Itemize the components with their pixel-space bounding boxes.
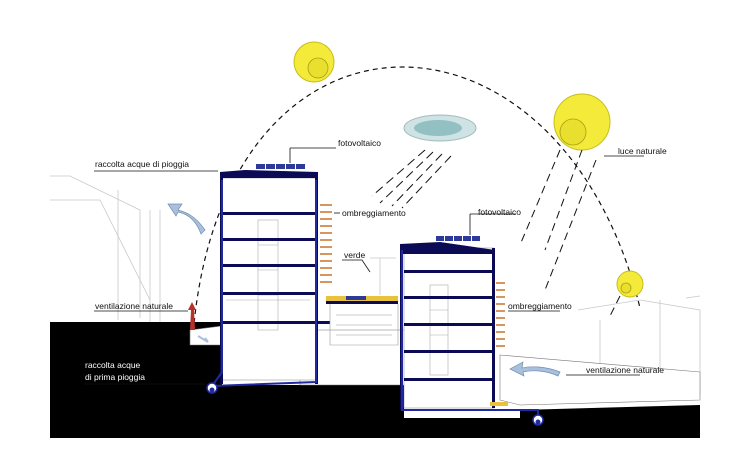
pv-panels-right xyxy=(436,236,480,241)
left-building xyxy=(220,170,332,384)
warm-air-arrow-icon xyxy=(188,302,209,343)
label-verde: verde xyxy=(344,250,366,260)
label-ventilazione-right: ventilazione naturale xyxy=(586,365,664,375)
courtyard xyxy=(326,296,399,346)
label-ombreggiamento-right: ombreggiamento xyxy=(508,301,572,311)
drain-pipes xyxy=(211,180,539,418)
label-ventilazione-left: ventilazione naturale xyxy=(95,301,173,311)
sun-icon xyxy=(616,270,644,298)
drain-tank-icon xyxy=(532,414,544,426)
label-raccolta-pioggia: raccolta acque di pioggia xyxy=(95,159,189,169)
ground-mass xyxy=(50,322,700,438)
cloud-icon xyxy=(403,114,477,142)
label-ombreggiamento-left: ombreggiamento xyxy=(342,208,406,218)
drain-tank-icon xyxy=(206,382,218,394)
label-prima-pioggia-2: di prima pioggia xyxy=(85,372,145,382)
ventilation-arrow-icon xyxy=(167,203,206,235)
sun-icon xyxy=(553,93,611,151)
sun-rays xyxy=(519,149,621,319)
rain-lines xyxy=(371,149,452,209)
context-buildings xyxy=(50,175,701,395)
pv-panels-left xyxy=(256,164,305,169)
label-luce-naturale: luce naturale xyxy=(618,146,667,156)
label-fotovoltaico-left: fotovoltaico xyxy=(338,138,381,148)
label-prima-pioggia-1: raccolta acque xyxy=(85,360,141,370)
ventilation-arrow-icon xyxy=(509,361,561,377)
leader-lines xyxy=(84,147,644,385)
sun-icon xyxy=(293,41,335,83)
sun-path-arc xyxy=(191,66,641,351)
label-fotovoltaico-right: fotovoltaico xyxy=(478,207,521,217)
right-building xyxy=(400,242,508,410)
